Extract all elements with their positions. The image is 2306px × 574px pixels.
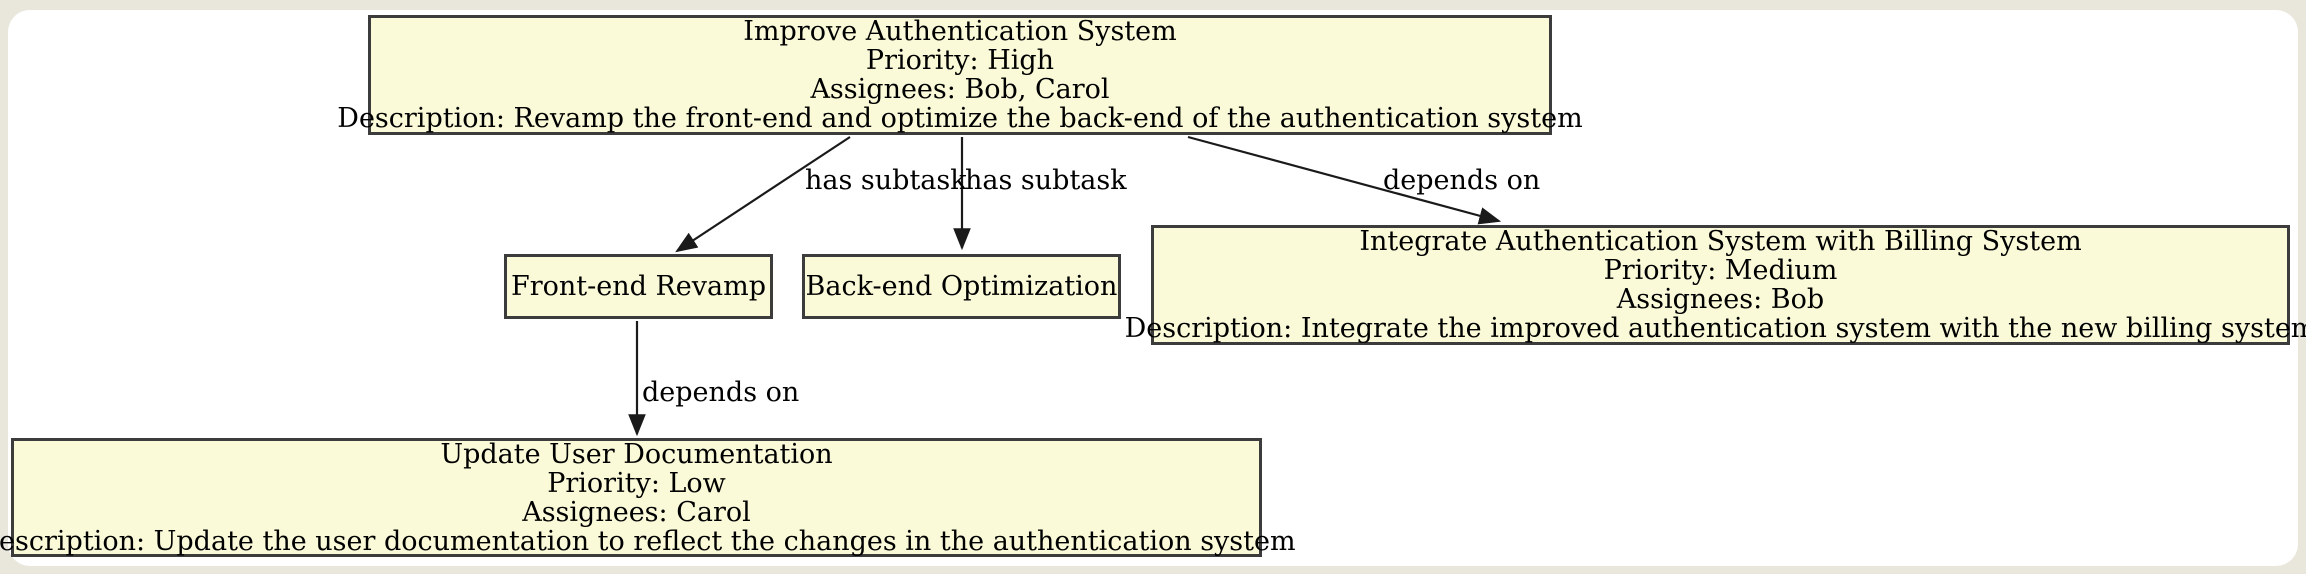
task-title: Integrate Authentication System with Bil… [1359,226,2082,257]
task-title: Update User Documentation [440,438,833,470]
task-title: Improve Authentication System [743,16,1177,47]
task-description: Description: Revamp the front-end and op… [337,103,1583,134]
task-description: Description: Update the user documentati… [0,525,1296,557]
edge-label-has-subtask-backend: has subtask [965,165,1127,196]
edge-label-has-subtask-frontend: has subtask [805,165,967,196]
task-assignees: Assignees: Carol [522,496,751,528]
task-title: Back-end Optimization [805,271,1118,302]
task-node-improve-authentication: Improve Authentication System Priority: … [337,15,1583,135]
task-priority: Priority: Low [547,467,726,499]
edge-has-subtask-frontend [675,136,851,253]
edge-label-depends-on-docs: depends on [642,377,800,408]
task-assignees: Assignees: Bob [1616,284,1825,315]
task-title: Front-end Revamp [510,271,767,302]
task-priority: Priority: High [865,45,1055,76]
task-node-integrate-billing: Integrate Authentication System with Bil… [1125,225,2306,345]
edge-depends-on-billing [1187,135,1502,225]
task-description: Description: Integrate the improved auth… [1124,313,2306,344]
task-assignees: Assignees: Bob, Carol [810,74,1110,105]
edge-label-depends-on-billing: depends on [1383,165,1541,196]
task-priority: Priority: Medium [1603,255,1838,286]
task-node-update-docs: Update User Documentation Priority: Low … [0,438,1296,557]
task-node-frontend-revamp: Front-end Revamp [504,254,773,319]
task-node-backend-optimization: Back-end Optimization [802,254,1121,319]
